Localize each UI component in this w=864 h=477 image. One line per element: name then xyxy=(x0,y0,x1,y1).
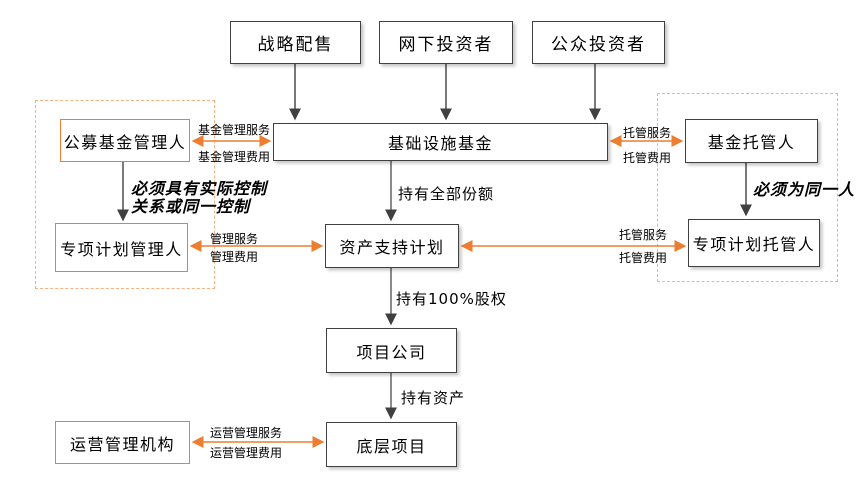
node-fund-custodian: 基金托管人 xyxy=(685,119,818,163)
edge-label-fund-mgmt-service: 基金管理服务 xyxy=(197,123,271,137)
node-special-plan-manager: 专项计划管理人 xyxy=(55,223,188,272)
node-project-company-label: 项目公司 xyxy=(356,342,427,362)
node-offline-investors: 网下投资者 xyxy=(379,21,513,64)
edge-label-custody-service-mid: 托管服务 xyxy=(618,228,668,242)
node-special-plan-custodian: 专项计划托管人 xyxy=(688,219,820,267)
edge-label-custody-service-top: 托管服务 xyxy=(622,126,672,140)
edge-label-mgmt-service: 管理服务 xyxy=(209,232,259,246)
edge-label-mgmt-fee: 管理费用 xyxy=(209,250,259,264)
node-project-company: 项目公司 xyxy=(326,328,457,373)
node-underlying-project-label: 底层项目 xyxy=(356,436,427,456)
edge-label-custody-fee-top: 托管费用 xyxy=(622,151,672,165)
node-fund-custodian-label: 基金托管人 xyxy=(707,133,796,152)
annotation-control-relation-line1: 必须具有实际控制 xyxy=(131,179,268,198)
node-strategic-placement-label: 战略配售 xyxy=(257,35,334,55)
node-asset-support-plan-label: 资产支持计划 xyxy=(339,238,445,257)
node-offline-investors-label: 网下投资者 xyxy=(398,35,494,55)
node-asset-support-plan: 资产支持计划 xyxy=(325,224,459,268)
edge-label-op-fee: 运营管理费用 xyxy=(209,446,283,460)
custodian-group-outline xyxy=(657,93,838,282)
node-public-investors: 公众投资者 xyxy=(532,21,665,64)
manager-group-outline xyxy=(35,100,215,289)
flow-label-hold-assets: 持有资产 xyxy=(401,389,466,407)
annotation-control-relation-line2: 关系或同一控制 xyxy=(131,197,251,216)
node-infrastructure-fund-label: 基础设施基金 xyxy=(387,134,493,153)
node-special-plan-custodian-label: 专项计划托管人 xyxy=(692,235,816,254)
node-strategic-placement: 战略配售 xyxy=(230,21,361,64)
node-operation-manager: 运营管理机构 xyxy=(55,421,190,464)
node-infrastructure-fund: 基础设施基金 xyxy=(273,123,608,161)
node-special-plan-manager-label: 专项计划管理人 xyxy=(60,239,183,259)
edge-label-fund-mgmt-fee: 基金管理费用 xyxy=(197,150,271,164)
node-operation-manager-label: 运营管理机构 xyxy=(69,434,175,454)
edge-label-op-service: 运营管理服务 xyxy=(209,426,283,440)
node-underlying-project: 底层项目 xyxy=(326,422,457,467)
flow-label-hold-equity: 持有100%股权 xyxy=(396,290,507,308)
flow-label-hold-all-shares: 持有全部份额 xyxy=(398,185,495,203)
node-public-fund-manager: 公募基金管理人 xyxy=(60,119,190,162)
annotation-same-person: 必须为同一人 xyxy=(753,180,856,199)
node-public-fund-manager-label: 公募基金管理人 xyxy=(63,132,187,152)
node-public-investors-label: 公众投资者 xyxy=(551,35,646,55)
edge-label-custody-fee-mid: 托管费用 xyxy=(618,251,668,265)
